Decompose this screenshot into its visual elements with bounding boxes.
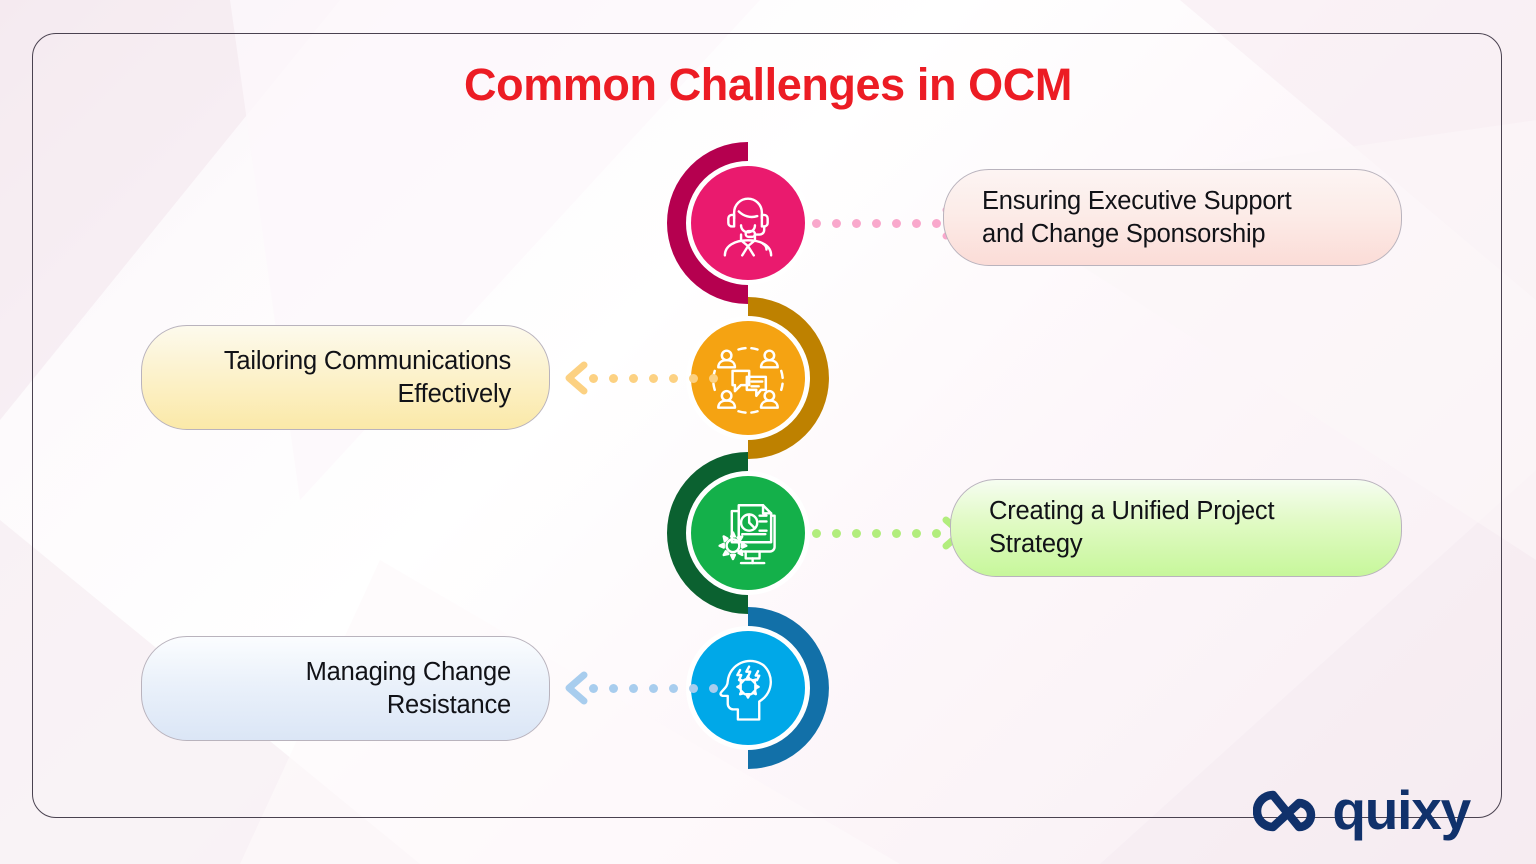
step-4-icon-circle[interactable] [686, 626, 810, 750]
step-2-icon-circle[interactable] [686, 316, 810, 440]
step-4-connector-arrow [563, 666, 718, 710]
step-3-connector-arrow [812, 511, 967, 555]
step-4-dots [589, 683, 718, 693]
page-title: Common Challenges in OCM [464, 59, 1072, 110]
step-1-label-text: Ensuring Executive Support and Change Sp… [982, 186, 1292, 248]
step-2-dots [589, 373, 718, 383]
quixy-wordmark: quixy [1332, 779, 1471, 841]
headset-support-agent-icon [723, 197, 773, 257]
step-2-label-pill[interactable]: Tailoring Communications Effectively [141, 325, 550, 430]
head-gear-stress-icon [719, 659, 772, 721]
quixy-logo[interactable]: quixy [1253, 779, 1471, 841]
step-3-dots [812, 528, 941, 538]
step-1-icon-circle[interactable] [686, 161, 810, 285]
step-3-icon-circle[interactable] [686, 471, 810, 595]
step-3-label-text: Creating a Unified Project Strategy [989, 497, 1275, 558]
step-3-label-pill[interactable]: Creating a Unified Project Strategy [950, 479, 1402, 577]
step-2-connector-arrow [563, 356, 718, 400]
step-1-dots [812, 218, 941, 228]
step-4-chevron-left-icon [565, 671, 588, 705]
step-4-label-pill[interactable]: Managing Change Resistance [141, 636, 550, 741]
step-2-chevron-left-icon [565, 361, 588, 395]
report-gear-monitor-icon [718, 504, 776, 565]
quixy-infinity-logo-icon [1253, 790, 1316, 831]
team-chat-bubbles-icon [712, 346, 784, 414]
step-2-label-text: Tailoring Communications Effectively [223, 346, 511, 408]
step-4-label-text: Managing Change Resistance [305, 657, 512, 719]
step-1-label-pill[interactable]: Ensuring Executive Support and Change Sp… [943, 169, 1402, 266]
